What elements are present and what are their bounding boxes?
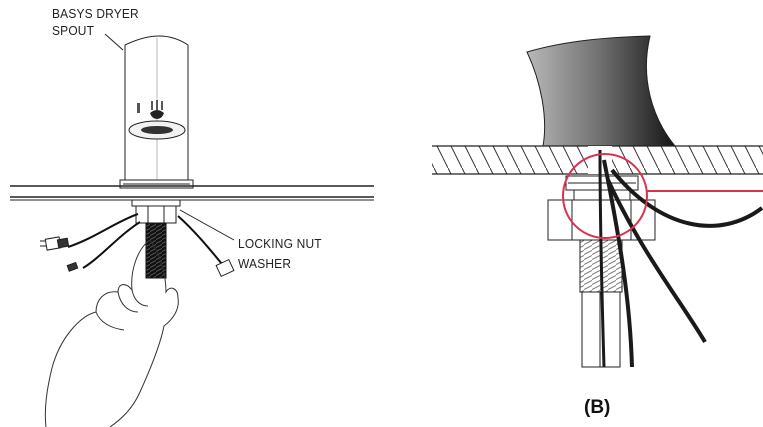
hand-dryer-icon xyxy=(151,100,163,110)
washer xyxy=(131,199,181,207)
spout-shaded xyxy=(526,35,677,147)
callout-circle xyxy=(562,153,648,239)
connector-flag-icon xyxy=(215,258,235,278)
connector-small-icon xyxy=(66,261,79,272)
nut-label-line1: LOCKING NUT xyxy=(238,236,322,251)
cable-b-3 xyxy=(610,168,763,228)
spout-leader xyxy=(104,33,124,51)
figure-b-label: (B) xyxy=(584,397,611,418)
figure-b xyxy=(432,35,763,368)
spout-label-line1: BASYS DRYER xyxy=(52,6,139,21)
nut-label-line2: WASHER xyxy=(238,256,292,271)
spout-label-line2: SPOUT xyxy=(52,23,95,38)
cable-b-2 xyxy=(602,159,634,368)
hand xyxy=(44,239,179,427)
cable-b-1 xyxy=(598,149,606,368)
cable-left xyxy=(67,213,139,248)
connector-plug-icon xyxy=(40,236,70,251)
figure-a xyxy=(10,33,374,427)
locking-nut xyxy=(135,205,177,224)
nut-leader xyxy=(179,209,235,241)
cable-right xyxy=(177,215,223,265)
